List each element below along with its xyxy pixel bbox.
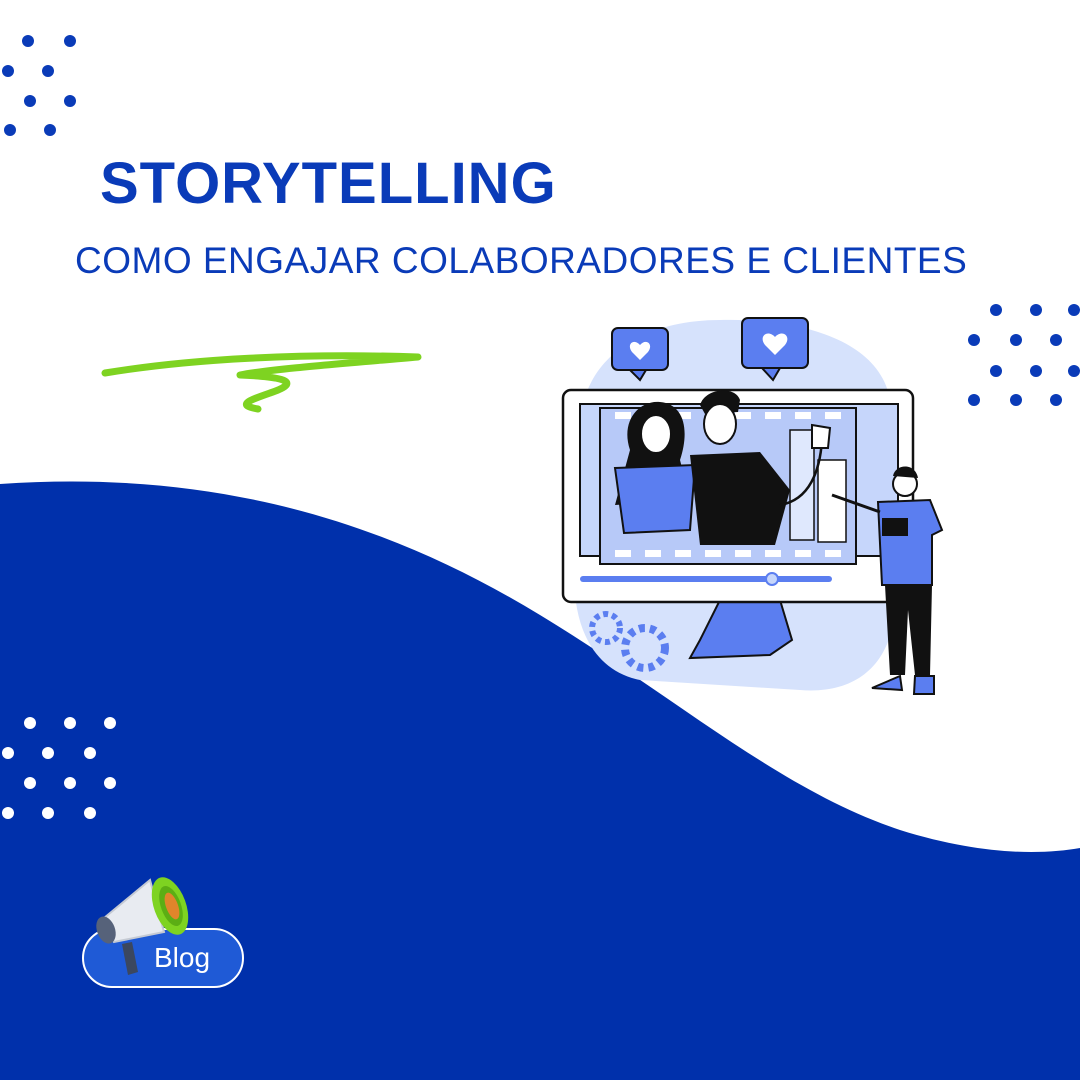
green-scribble-decoration bbox=[101, 352, 422, 413]
megaphone-icon bbox=[96, 877, 189, 975]
page-title: STORYTELLING bbox=[100, 151, 557, 216]
dot-pattern-right bbox=[968, 304, 1080, 406]
video-presentation-illustration bbox=[561, 317, 944, 695]
page-subtitle: COMO ENGAJAR COLABORADORES E CLIENTES bbox=[75, 240, 968, 281]
dot-pattern-top-left bbox=[2, 35, 76, 136]
dot-pattern-bottom-left bbox=[2, 717, 116, 819]
blog-label: Blog bbox=[154, 942, 211, 973]
